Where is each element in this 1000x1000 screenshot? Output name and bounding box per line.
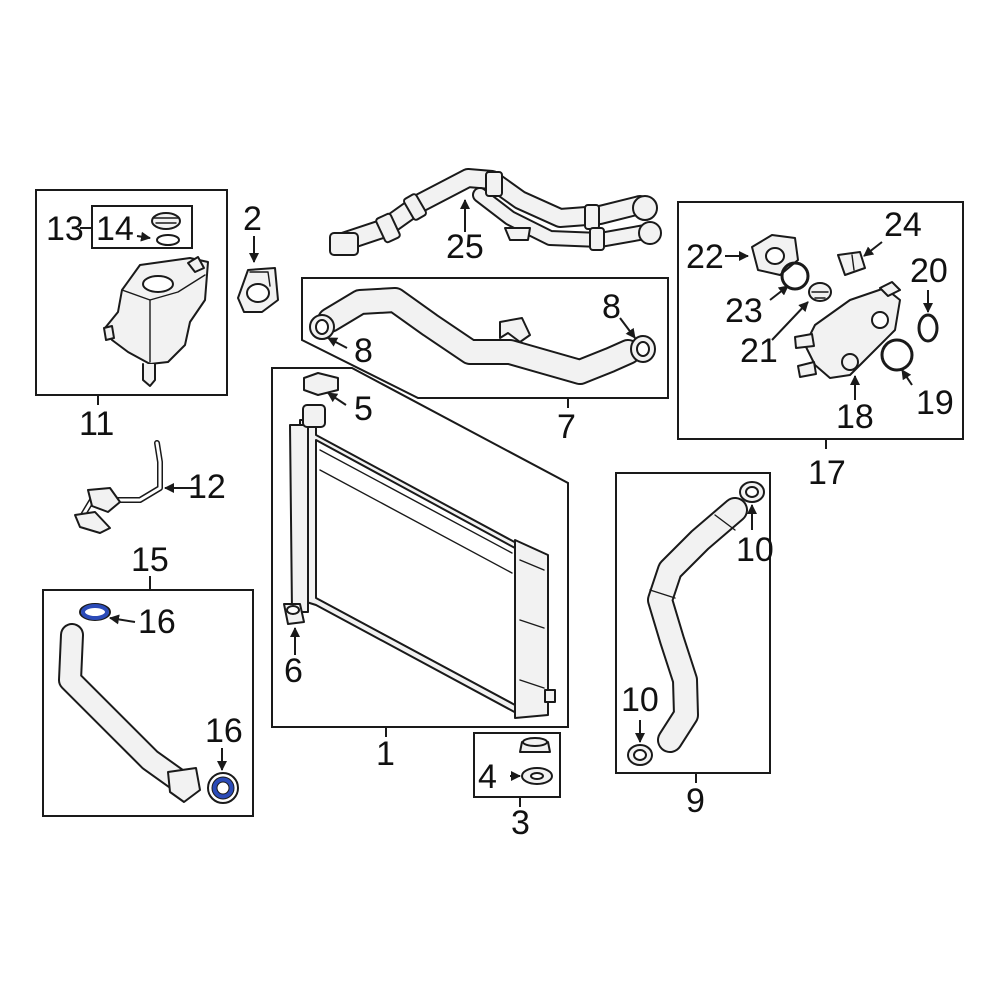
callout-21: 21 [740, 332, 778, 370]
reservoir-cap [151, 212, 181, 230]
callout-12: 12 [188, 468, 226, 506]
box-upper-hose-group [301, 277, 669, 399]
callout-15: 15 [131, 541, 169, 579]
callout-16-bottom: 16 [205, 712, 243, 750]
upper-radiator-hose [317, 287, 641, 385]
housing-gasket [880, 338, 914, 372]
hose-clamp-lower-top [739, 481, 765, 503]
callout-14: 14 [96, 210, 134, 248]
reservoir-bracket [237, 267, 279, 313]
seal-ring-lower [207, 772, 239, 804]
temperature-sensor [837, 251, 866, 276]
hose-clamp-upper-left [309, 314, 335, 340]
bypass-pipe-assembly [329, 168, 662, 256]
callout-11: 11 [79, 405, 114, 443]
callout-4: 4 [478, 758, 497, 796]
thermostat-housing [794, 281, 901, 379]
leader-lines [80, 199, 933, 807]
callout-3: 3 [511, 804, 530, 842]
callout-18: 18 [836, 398, 874, 436]
reservoir-cap-gasket [156, 234, 180, 246]
callout-25: 25 [446, 228, 484, 266]
radiator [289, 404, 556, 719]
box-radiator-group [271, 367, 569, 728]
sensor-o-ring [917, 313, 939, 343]
drain-plug [283, 603, 305, 625]
callout-20: 20 [910, 252, 948, 290]
seal-ring-upper [79, 603, 111, 621]
lower-radiator-hose [647, 497, 748, 753]
callout-10-top: 10 [736, 531, 774, 569]
radiator-mount-cushion [519, 737, 551, 753]
callout-8-right: 8 [602, 288, 621, 326]
cover-gasket [780, 261, 810, 291]
box-mount-group [473, 732, 561, 798]
callout-5: 5 [354, 390, 373, 428]
callout-6: 6 [284, 652, 303, 690]
hose-clamp-lower-bottom [627, 744, 653, 766]
callout-9: 9 [686, 782, 705, 820]
callout-13: 13 [46, 210, 84, 248]
mount-insulator [521, 767, 553, 785]
callout-16-top: 16 [138, 603, 176, 641]
callout-1: 1 [376, 735, 395, 773]
box-thermostat-group [677, 201, 964, 440]
callout-2: 2 [243, 200, 262, 238]
callout-labels: 1 2 3 4 5 6 7 8 8 9 10 10 11 12 13 14 15… [46, 200, 954, 842]
box-reservoir-group [35, 189, 228, 396]
callout-7: 7 [557, 408, 576, 446]
callout-8-left: 8 [354, 332, 373, 370]
box-bypass-hose-group [42, 589, 254, 817]
callout-24: 24 [884, 206, 922, 244]
box-lower-hose-group [615, 472, 771, 774]
overflow-hose [74, 440, 163, 534]
coolant-reservoir [103, 256, 209, 387]
hose-clamp-upper-right [630, 335, 656, 363]
callout-23: 23 [725, 292, 763, 330]
callout-19: 19 [916, 384, 954, 422]
radiator-cap [303, 372, 339, 396]
thermostat [808, 282, 832, 302]
heater-bypass-hose [58, 623, 201, 803]
callout-17: 17 [808, 454, 846, 492]
thermostat-cover [751, 234, 799, 276]
callout-22: 22 [686, 238, 724, 276]
callout-10-bottom: 10 [621, 681, 659, 719]
